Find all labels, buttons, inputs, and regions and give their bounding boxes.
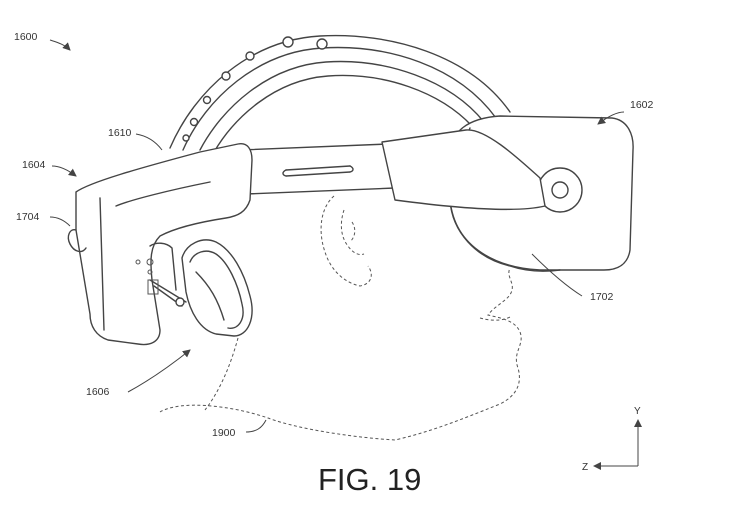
top-strap (169, 34, 511, 153)
ref-1702: 1702 (590, 291, 614, 303)
leader-lines (49, 39, 625, 433)
side-strap (239, 143, 396, 195)
figure-caption: FIG. 19 (318, 462, 421, 497)
reference-numerals: 1600 1602 1604 1610 1704 1606 1702 1900 (14, 31, 654, 439)
ref-1704: 1704 (16, 211, 40, 223)
ref-1606: 1606 (86, 386, 110, 398)
rear-housing (381, 115, 634, 272)
front-housing (67, 143, 253, 346)
ref-1900: 1900 (212, 427, 236, 439)
strap-adjustment-studs (182, 36, 328, 142)
y-axis-label: Y (634, 406, 641, 417)
ref-1604: 1604 (22, 159, 46, 171)
ear-speaker (181, 239, 253, 337)
ref-1602: 1602 (630, 99, 654, 111)
user-head-outline (159, 195, 522, 441)
coordinate-axes: Y Z (582, 406, 642, 473)
z-axis-label: Z (582, 462, 588, 473)
ref-1610: 1610 (108, 127, 132, 139)
ref-1600: 1600 (14, 31, 38, 43)
